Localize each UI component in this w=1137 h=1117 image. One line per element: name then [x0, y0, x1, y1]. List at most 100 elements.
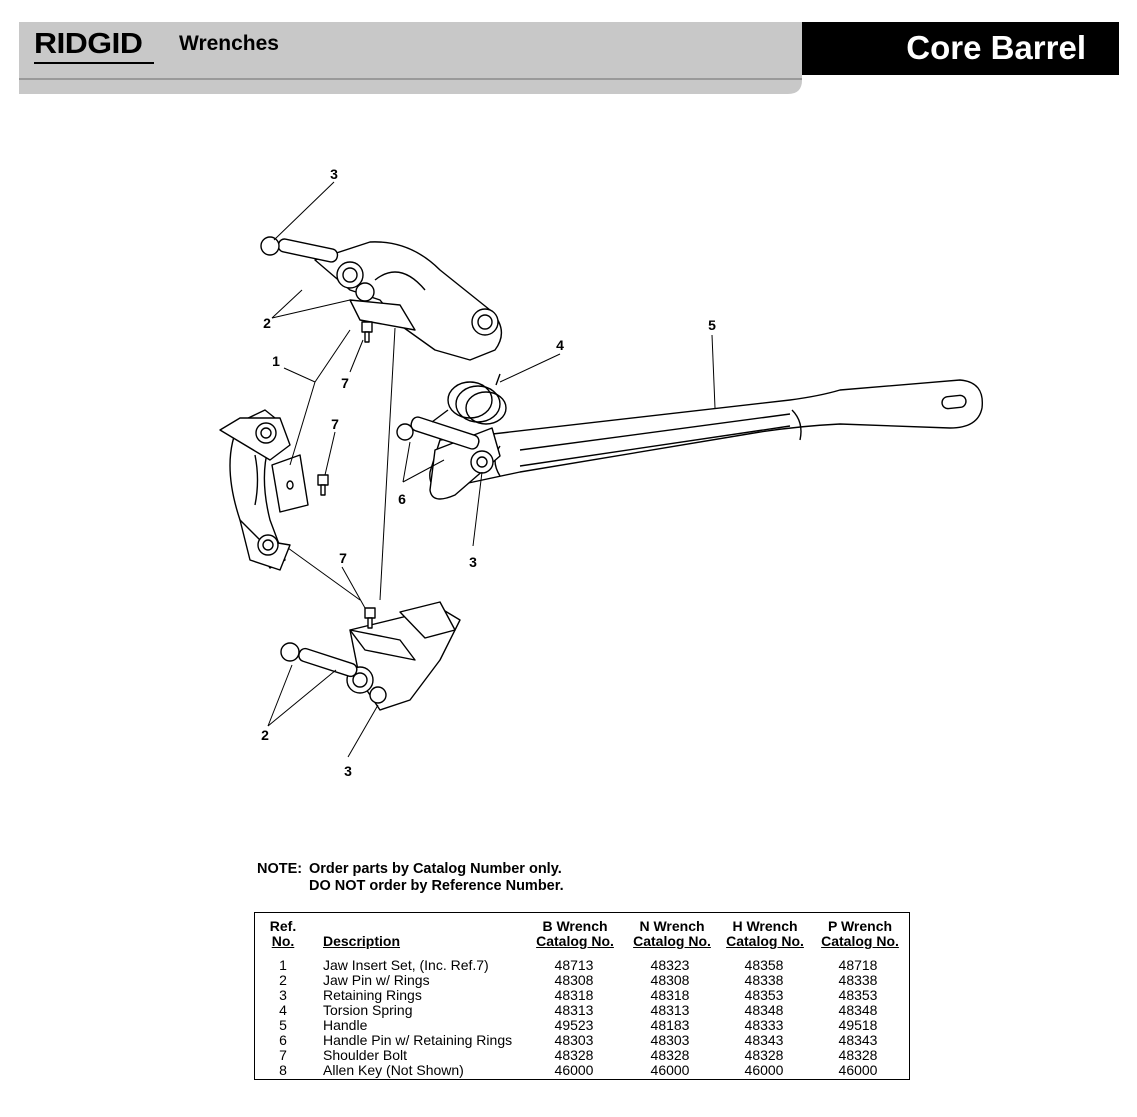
header-bar [19, 22, 802, 94]
cell-ref: 6 [279, 1032, 287, 1048]
cell-h-catalog: 48333 [744, 1017, 784, 1033]
exploded-parts-diagram: 3 2 1 7 7 4 5 6 3 7 2 3 [200, 160, 1000, 800]
header-h-top: H Wrench [732, 918, 798, 934]
cell-ref: 8 [279, 1062, 287, 1078]
cell-h-catalog: 48343 [744, 1032, 784, 1048]
callout-label: 2 [261, 727, 269, 743]
cell-n-catalog: 48318 [650, 987, 690, 1003]
callout-label: 2 [263, 315, 271, 331]
note-line-1: Order parts by Catalog Number only. [309, 861, 562, 877]
shoulder-bolt-middle [317, 474, 329, 496]
torsion-spring [431, 373, 507, 425]
cell-ref: 4 [279, 1002, 287, 1018]
table-row: 8 Allen Key (Not Shown) 46000 46000 4600… [255, 1063, 909, 1078]
callout-label: 7 [339, 550, 347, 566]
header-ref-bottom: No. [271, 933, 295, 949]
callout-label: 7 [341, 375, 349, 391]
cell-b-catalog: 48318 [554, 987, 594, 1003]
cell-n-catalog: 46000 [650, 1062, 690, 1078]
cell-n-catalog: 48308 [650, 972, 690, 988]
cell-p-catalog: 48343 [838, 1032, 878, 1048]
section-label: Wrenches [179, 32, 279, 55]
handle-pin [396, 416, 480, 450]
cell-h-catalog: 48328 [744, 1047, 784, 1063]
cell-ref: 7 [279, 1047, 287, 1063]
shoulder-bolt-lower [364, 607, 376, 629]
header-b-bottom: Catalog No. [536, 933, 614, 949]
cell-description: Handle [323, 1017, 368, 1033]
callout-label: 7 [331, 416, 339, 432]
cell-n-catalog: 48323 [650, 957, 690, 973]
cell-description: Shoulder Bolt [323, 1047, 408, 1063]
table-row: 4 Torsion Spring 48313 48313 48348 48348 [255, 1003, 909, 1018]
cell-h-catalog: 48338 [744, 972, 784, 988]
cell-ref: 2 [279, 972, 287, 988]
cell-b-catalog: 46000 [554, 1062, 594, 1078]
table-row: 5 Handle 49523 48183 48333 49518 [255, 1018, 909, 1033]
header-p-bottom: Catalog No. [821, 933, 899, 949]
table-row: 3 Retaining Rings 48318 48318 48353 4835… [255, 988, 909, 1003]
cell-description: Allen Key (Not Shown) [323, 1062, 464, 1078]
parts-table: Ref. No. Description B Wrench Catalog No… [254, 912, 910, 1080]
header-p-wrench: P Wrench Catalog No. [816, 919, 904, 949]
cell-ref: 1 [279, 957, 287, 973]
cell-p-catalog: 49518 [838, 1017, 878, 1033]
cell-description: Retaining Rings [323, 987, 422, 1003]
cell-b-catalog: 49523 [554, 1017, 594, 1033]
header-h-bottom: Catalog No. [726, 933, 804, 949]
handle-head [429, 427, 501, 500]
cell-h-catalog: 48353 [744, 987, 784, 1003]
callout-label: 5 [708, 317, 716, 333]
lower-jaw [280, 601, 461, 711]
cell-ref: 5 [279, 1017, 287, 1033]
cell-p-catalog: 48328 [838, 1047, 878, 1063]
header-ref-top: Ref. [269, 918, 297, 934]
upper-jaw [260, 236, 503, 361]
header-b-wrench: B Wrench Catalog No. [531, 919, 619, 949]
callout-label: 4 [556, 337, 564, 353]
leader-lines [267, 181, 716, 758]
callout-label: 3 [469, 554, 477, 570]
cell-n-catalog: 48328 [650, 1047, 690, 1063]
cell-b-catalog: 48308 [554, 972, 594, 988]
cell-h-catalog: 48348 [744, 1002, 784, 1018]
handle-part [429, 379, 984, 489]
cell-p-catalog: 48718 [838, 957, 878, 973]
cell-n-catalog: 48303 [650, 1032, 690, 1048]
callout-label: 6 [398, 491, 406, 507]
cell-p-catalog: 46000 [838, 1062, 878, 1078]
header-h-wrench: H Wrench Catalog No. [721, 919, 809, 949]
jaw-insert-body [219, 409, 291, 571]
cell-b-catalog: 48328 [554, 1047, 594, 1063]
ridgid-logo: RIDGID [34, 28, 143, 60]
diagram-svg: 3 2 1 7 7 4 5 6 3 7 2 3 [219, 166, 984, 779]
title-block: Core Barrel [802, 22, 1119, 75]
header-n-top: N Wrench [639, 918, 705, 934]
cell-b-catalog: 48713 [554, 957, 594, 973]
jaw-insert-block [271, 454, 309, 513]
cell-n-catalog: 48183 [650, 1017, 690, 1033]
order-note: NOTE: Order parts by Catalog Number only.… [257, 861, 564, 895]
callout-labels: 3 2 1 7 7 4 5 6 3 7 2 3 [261, 166, 716, 779]
table-row: 2 Jaw Pin w/ Rings 48308 48308 48338 483… [255, 973, 909, 988]
shoulder-bolt-upper [361, 321, 373, 343]
cell-p-catalog: 48353 [838, 987, 878, 1003]
header-n-bottom: Catalog No. [633, 933, 711, 949]
cell-description: Jaw Pin w/ Rings [323, 972, 430, 988]
cell-p-catalog: 48338 [838, 972, 878, 988]
header-description: Description [323, 933, 401, 949]
cell-p-catalog: 48348 [838, 1002, 878, 1018]
logo-underline [34, 62, 154, 64]
callout-label: 3 [330, 166, 338, 182]
cell-description: Handle Pin w/ Retaining Rings [323, 1032, 513, 1048]
table-row: 7 Shoulder Bolt 48328 48328 48328 48328 [255, 1048, 909, 1063]
page-title: Core Barrel [906, 29, 1086, 66]
cell-description: Jaw Insert Set, (Inc. Ref.7) [323, 957, 489, 973]
header-n-wrench: N Wrench Catalog No. [628, 919, 716, 949]
callout-label: 3 [344, 763, 352, 779]
note-line-2: DO NOT order by Reference Number. [309, 878, 564, 894]
note-prefix: NOTE: [257, 861, 303, 877]
cell-description: Torsion Spring [323, 1002, 413, 1018]
callout-label: 1 [272, 353, 280, 369]
cell-h-catalog: 46000 [744, 1062, 784, 1078]
